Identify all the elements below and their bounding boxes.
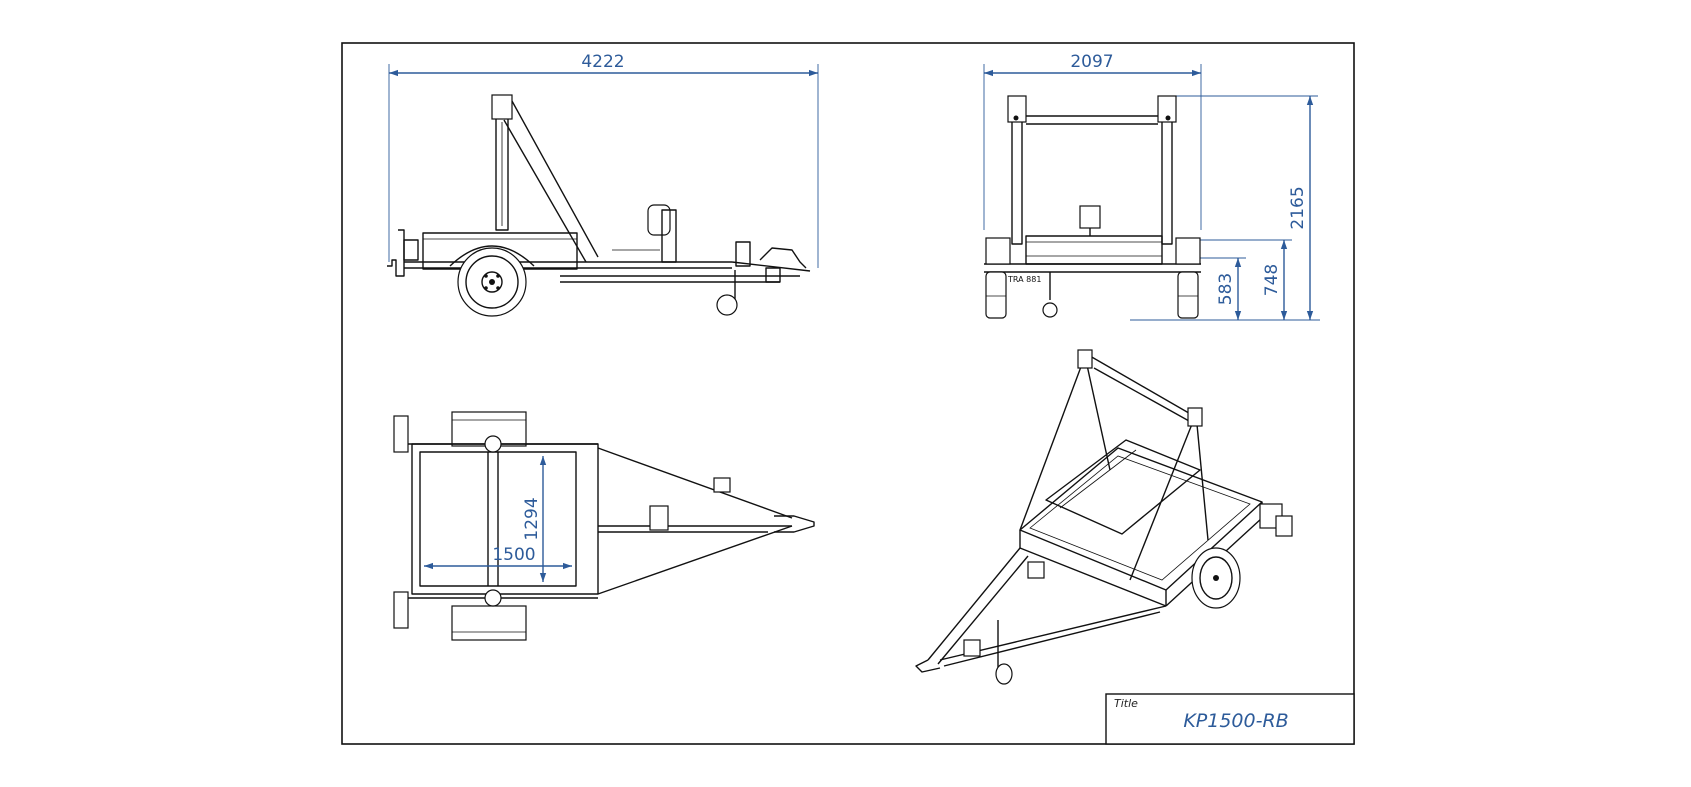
dim-bed-width-label: 1500 <box>492 545 535 565</box>
dim-bed-length-label: 1294 <box>522 497 542 540</box>
side-view: 4222 <box>387 52 819 317</box>
dim-width-label: 2097 <box>1070 52 1113 72</box>
dimension-bed-length: 1294 <box>522 456 547 582</box>
dimension-bed-width: 1500 <box>424 545 572 570</box>
rear-view: 2097 2165 748 583 <box>983 52 1320 321</box>
dimension-bed-height: 583 <box>1195 257 1246 320</box>
title-block-label: Title <box>1114 697 1138 710</box>
top-view: 1294 1500 <box>393 411 815 641</box>
svg-text:TRA 881: TRA 881 <box>1007 275 1041 284</box>
dimension-overall-height: 2165 <box>1130 95 1320 321</box>
dim-length-label: 4222 <box>581 52 624 72</box>
dim-bed-height-label: 583 <box>1216 273 1236 305</box>
dimension-overall-width: 2097 <box>983 52 1202 230</box>
title-block-value: KP1500-RB <box>1183 710 1288 732</box>
title-block: Title KP1500-RB <box>1105 693 1355 745</box>
dimension-overall-length: 4222 <box>388 52 819 268</box>
isometric-view <box>915 349 1293 685</box>
dimension-fender-height: 748 <box>1195 239 1292 320</box>
dim-height-label: 2165 <box>1288 186 1308 229</box>
sheet-border <box>341 42 1355 745</box>
dim-fender-height-label: 748 <box>1262 264 1282 296</box>
